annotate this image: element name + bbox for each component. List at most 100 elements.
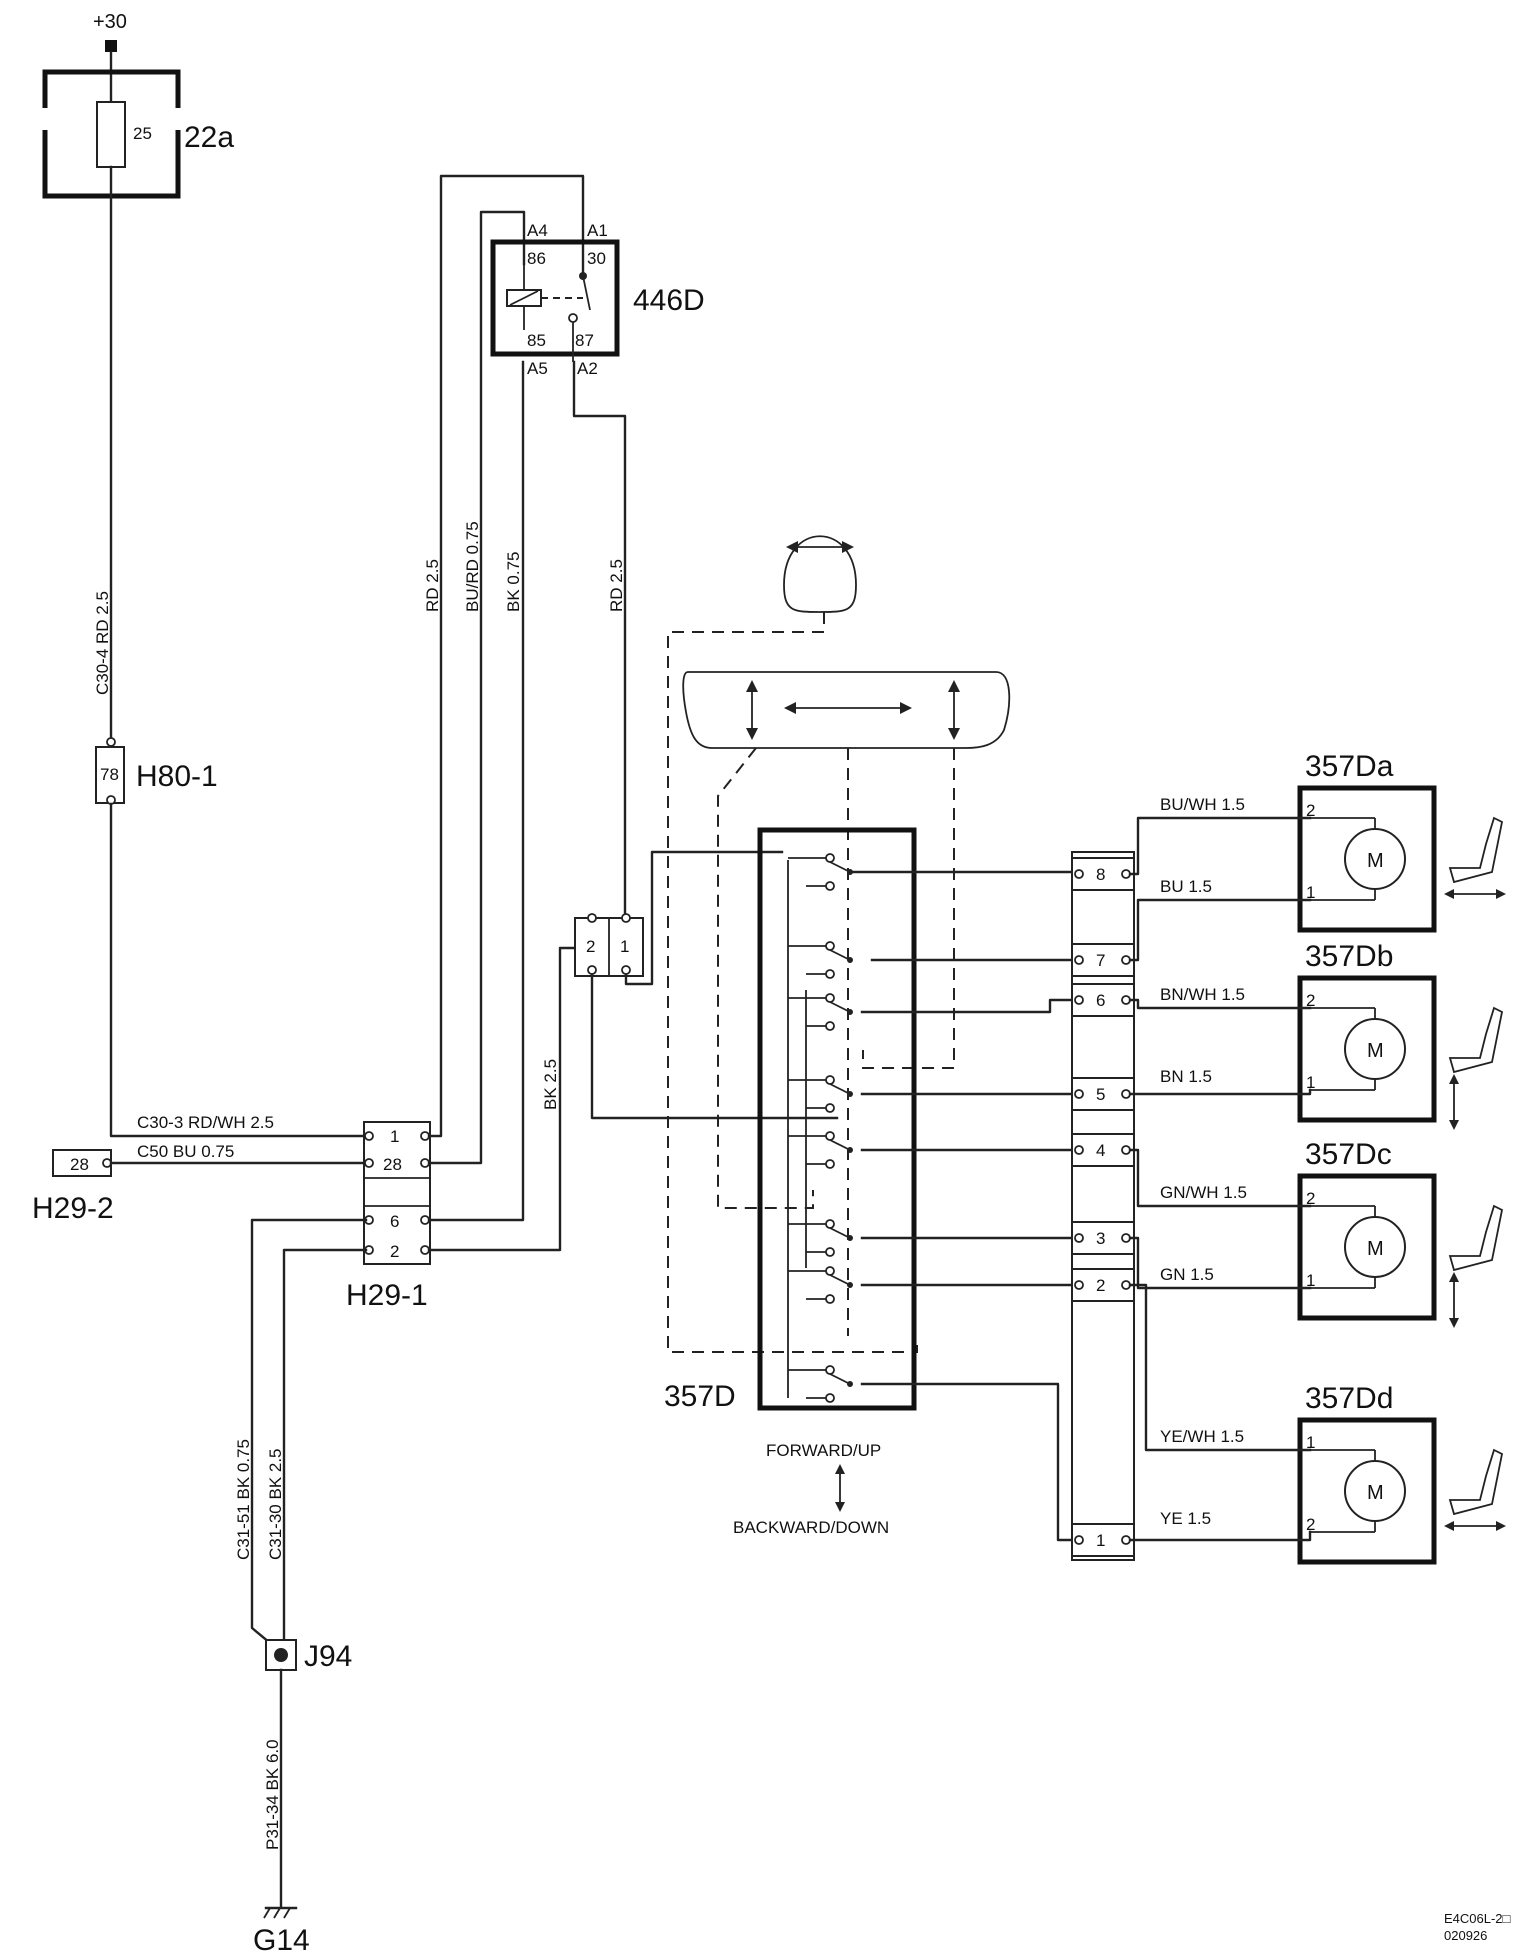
- svg-text:C31-30 BK 2.5: C31-30 BK 2.5: [266, 1448, 285, 1560]
- svg-text:M: M: [1367, 1482, 1384, 1504]
- svg-text:28: 28: [383, 1155, 402, 1174]
- motor-connector-pin: 1: [1096, 1531, 1105, 1550]
- switch-357d: 357D FORWARD/UP BACKWARD/DOWN: [664, 827, 917, 1537]
- ground-g14-icon: G14: [253, 1906, 310, 1957]
- svg-text:G14: G14: [253, 1924, 310, 1957]
- svg-text:6: 6: [390, 1212, 399, 1231]
- wire-c30-3: [109, 802, 368, 1138]
- svg-text:C31-51 BK 0.75: C31-51 BK 0.75: [234, 1439, 253, 1560]
- supply-terminal: +30: [93, 11, 127, 52]
- switch-contact: [788, 853, 853, 891]
- motor-connector-pin: 3: [1096, 1229, 1105, 1248]
- svg-text:1: 1: [1306, 1433, 1315, 1452]
- mechanical-linkage: [667, 612, 955, 1353]
- connector-motor: 8 7 6 5 4 3 2 1: [1071, 851, 1135, 1561]
- svg-text:2: 2: [390, 1242, 399, 1261]
- wire-switch-feed-2: [590, 973, 839, 1120]
- wire-bu-rd: [427, 210, 526, 1165]
- relay-contact-icon: [582, 275, 591, 311]
- switch-contact: [788, 1266, 853, 1304]
- svg-text:2: 2: [1306, 801, 1315, 820]
- switch-contact: [788, 993, 853, 1031]
- seat-cushion-icon: [682, 671, 1011, 749]
- footer-date: 020926: [1444, 1928, 1487, 1943]
- svg-text:A5: A5: [527, 359, 548, 378]
- svg-text:J94: J94: [304, 1640, 352, 1673]
- svg-text:87: 87: [575, 331, 594, 350]
- svg-text:1: 1: [620, 937, 629, 956]
- switch-output-wires: [848, 870, 1077, 1542]
- seat-direction-icon: [1444, 1448, 1506, 1531]
- wire-bk-2.5: [427, 946, 599, 1252]
- motor-wire-label: YE/WH 1.5: [1160, 1427, 1244, 1446]
- switch-contact: [788, 941, 853, 979]
- switch-contact: [788, 1365, 853, 1403]
- motor-connector-pin: 6: [1096, 991, 1105, 1010]
- seat-direction-icon: [1448, 1006, 1504, 1130]
- svg-text:78: 78: [100, 765, 119, 784]
- svg-text:1: 1: [1306, 1073, 1315, 1092]
- motor-wire-label: YE 1.5: [1160, 1509, 1211, 1528]
- up-arrow-icon: [835, 1464, 845, 1474]
- motor-feed-wires: [1128, 816, 1312, 1542]
- fuse-box-22a: 25 22a: [42, 69, 234, 199]
- connector-h80-1: 78 H80-1: [95, 737, 218, 805]
- svg-text:M: M: [1367, 1238, 1384, 1260]
- relay-id: 446D: [633, 284, 705, 317]
- svg-text:P31-34 BK 6.0: P31-34 BK 6.0: [263, 1739, 282, 1850]
- splice-j94: J94: [265, 1639, 352, 1673]
- switch-contact: [788, 1131, 853, 1169]
- motor-connector-pin: 8: [1096, 865, 1105, 884]
- svg-text:1: 1: [390, 1127, 399, 1146]
- svg-text:A1: A1: [587, 221, 608, 240]
- svg-text:1: 1: [1306, 883, 1315, 902]
- wire-rd-2.5-right: [572, 360, 627, 920]
- svg-text:1: 1: [1306, 1271, 1315, 1290]
- motor-connector-pin: 5: [1096, 1085, 1105, 1104]
- svg-text:M: M: [1367, 850, 1384, 872]
- svg-text:2: 2: [586, 937, 595, 956]
- wire-label-c30-4: C30-4 RD 2.5: [93, 591, 112, 695]
- motor-id: 357Dc: [1305, 1138, 1392, 1171]
- motor-wire-label: BU/WH 1.5: [1160, 795, 1245, 814]
- svg-text:2: 2: [1306, 1515, 1315, 1534]
- motor-wire-label: GN 1.5: [1160, 1265, 1214, 1284]
- motor-id: 357Da: [1305, 750, 1394, 783]
- svg-text:RD 2.5: RD 2.5: [423, 559, 442, 612]
- motor-wire-label: BU 1.5: [1160, 877, 1212, 896]
- fuse-id: 22a: [184, 121, 234, 154]
- motor-connector-pin: 7: [1096, 951, 1105, 970]
- svg-text:BK 2.5: BK 2.5: [541, 1059, 560, 1110]
- seat-headrest-icon: [783, 535, 857, 613]
- motor-connector-pin: 4: [1096, 1141, 1105, 1160]
- switch-contact: [788, 1075, 853, 1113]
- svg-text:30: 30: [587, 249, 606, 268]
- svg-text:A2: A2: [577, 359, 598, 378]
- down-arrow-icon: [835, 1502, 845, 1512]
- svg-text:BK 0.75: BK 0.75: [504, 552, 523, 613]
- connector-small: 2 1: [574, 913, 644, 977]
- connector-h29-1: 1 28 6 2 H29-1: [346, 1121, 431, 1312]
- motor-connector-pin: 2: [1096, 1276, 1105, 1295]
- connector-h29-2-label: H29-2: [32, 1192, 114, 1225]
- motor-wire-label: BN/WH 1.5: [1160, 985, 1245, 1004]
- wire-bk-0.75: [427, 360, 525, 1222]
- wire-rd-2.5-left: [427, 174, 585, 1138]
- seat-direction-icon: [1448, 1204, 1504, 1328]
- connector-h80-1-label: H80-1: [136, 760, 218, 793]
- svg-text:28: 28: [70, 1155, 89, 1174]
- switch-contact: [788, 1219, 853, 1257]
- svg-text:+30: +30: [93, 11, 127, 33]
- relay-446d: A4 A1 86 30 85 87 A5 A2 446D: [490, 221, 705, 378]
- svg-text:85: 85: [527, 331, 546, 350]
- svg-text:2: 2: [1306, 991, 1315, 1010]
- connector-h29-2: 28 H29-2: [32, 1149, 114, 1225]
- motor-id: 357Dd: [1305, 1382, 1393, 1415]
- switch-id: 357D: [664, 1380, 736, 1413]
- switch-backward-label: BACKWARD/DOWN: [733, 1518, 889, 1537]
- connector-h29-1-label: H29-1: [346, 1279, 428, 1312]
- svg-text:BU/RD 0.75: BU/RD 0.75: [463, 521, 482, 612]
- footer-code: E4C06L-2□: [1444, 1911, 1511, 1926]
